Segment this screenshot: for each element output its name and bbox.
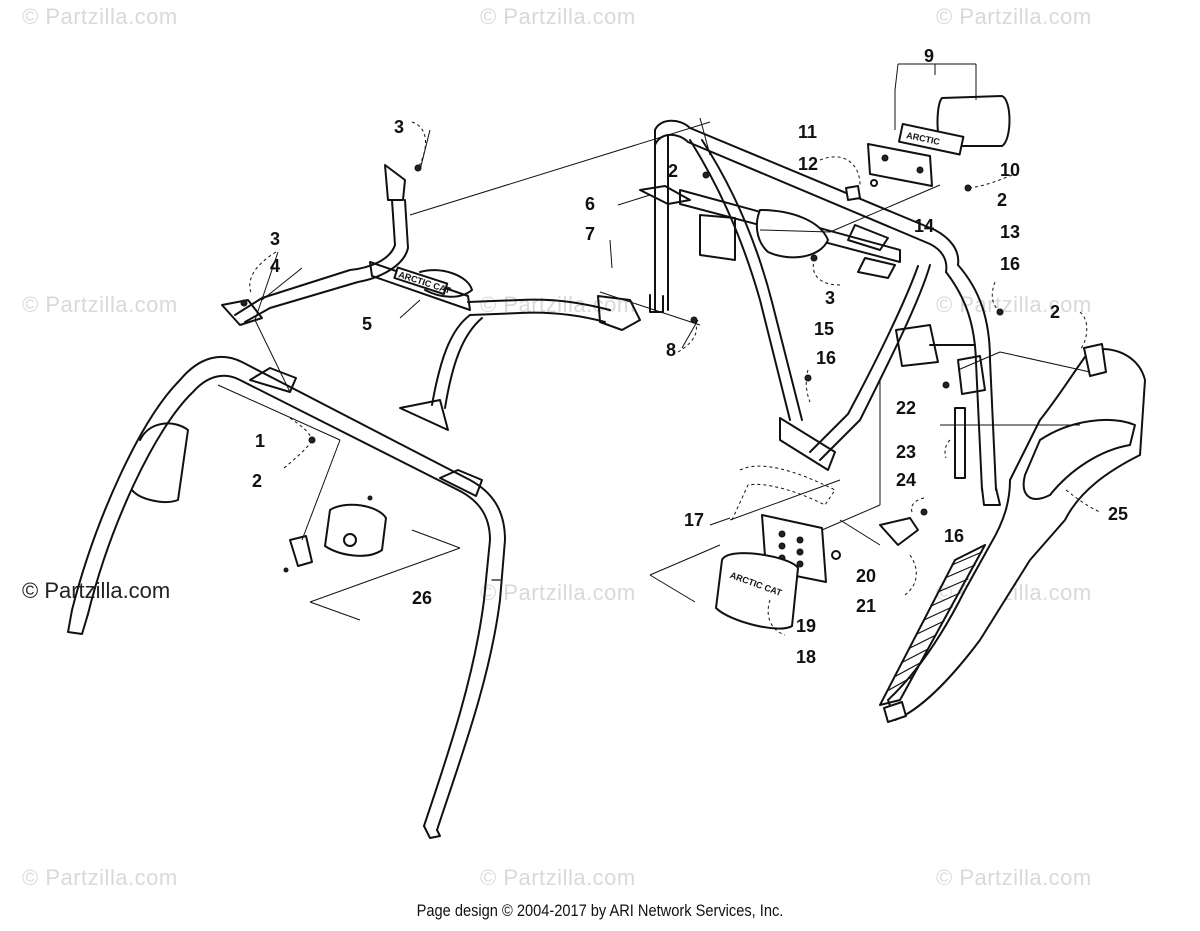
callout-8: 8 xyxy=(666,340,676,360)
callout-26: 26 xyxy=(412,588,432,608)
mirror-assembly xyxy=(283,495,387,573)
callout-16: 16 xyxy=(816,348,836,368)
watermark: © Partzilla.com xyxy=(936,865,1092,890)
callout-2: 2 xyxy=(668,161,678,181)
callout-1: 1 xyxy=(255,431,265,451)
callout-11: 11 xyxy=(798,122,817,142)
callout-22: 22 xyxy=(896,398,916,418)
watermark: © Partzilla.com xyxy=(480,4,636,29)
callout-20: 20 xyxy=(856,566,876,586)
callout-16: 16 xyxy=(1000,254,1020,274)
footer-copyright: Page design © 2004-2017 by ARI Network S… xyxy=(416,901,784,920)
front-roll-bar xyxy=(67,355,506,839)
callout-25: 25 xyxy=(1108,504,1128,524)
watermark: © Partzilla.com xyxy=(22,4,178,29)
callout-24: 24 xyxy=(896,470,916,490)
callout-6: 6 xyxy=(585,194,595,214)
watermark: © Partzilla.com xyxy=(480,865,636,890)
light-bar-assembly: ARCTIC xyxy=(845,95,1011,201)
callout-14: 14 xyxy=(914,216,934,236)
callout-2: 2 xyxy=(997,190,1007,210)
watermark: © Partzilla.com xyxy=(22,865,178,890)
watermark: © Partzilla.com xyxy=(22,292,178,317)
callout-5: 5 xyxy=(362,314,372,334)
callout-19: 19 xyxy=(796,616,816,636)
callout-18: 18 xyxy=(796,647,816,667)
callout-23: 23 xyxy=(896,442,916,462)
callout-13: 13 xyxy=(1000,222,1020,242)
watermark: © Partzilla.com xyxy=(936,4,1092,29)
callout-10: 10 xyxy=(1000,160,1020,180)
callout-21: 21 xyxy=(856,596,876,616)
callout-15: 15 xyxy=(814,319,834,339)
callout-2: 2 xyxy=(252,471,262,491)
license-plate-assembly: ARCTIC CAT xyxy=(715,514,919,630)
callout-3: 3 xyxy=(825,288,835,308)
callout-3: 3 xyxy=(270,229,280,249)
side-net xyxy=(879,343,1146,723)
callout-16: 16 xyxy=(944,526,964,546)
callout-3: 3 xyxy=(394,117,404,137)
net-stripes xyxy=(888,551,983,691)
callout-7: 7 xyxy=(585,224,595,244)
callout-17: 17 xyxy=(684,510,704,530)
callout-2: 2 xyxy=(1050,302,1060,322)
leader-lines xyxy=(217,63,1101,636)
callout-9: 9 xyxy=(924,46,934,66)
callout-12: 12 xyxy=(798,154,818,174)
callout-labels: 1 2 2 2 2 3 3 3 4 5 6 7 8 9 10 11 12 13 … xyxy=(252,46,1128,667)
watermark: © Partzilla.com xyxy=(480,580,636,605)
callout-4: 4 xyxy=(270,256,280,276)
